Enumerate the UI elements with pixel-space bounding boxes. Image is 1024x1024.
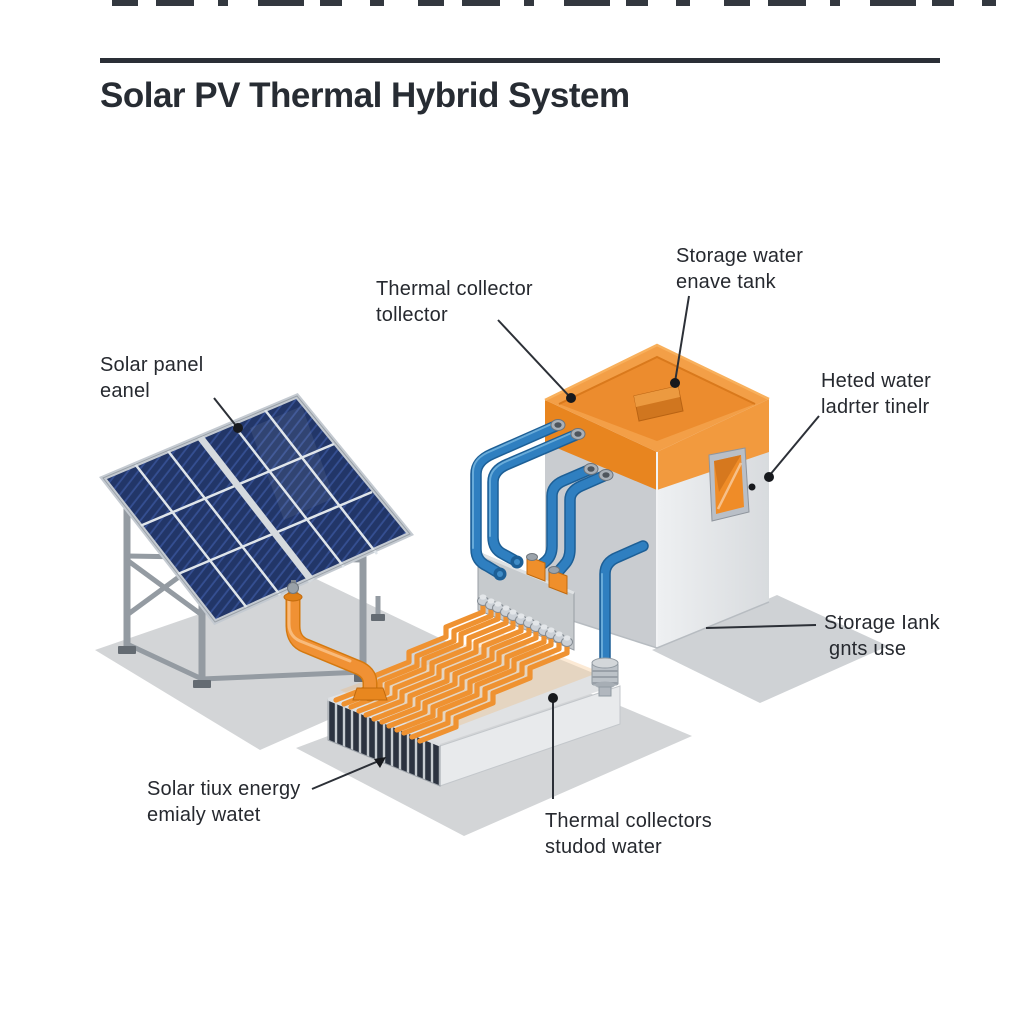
- label-line: Heted water: [821, 370, 932, 392]
- label-thermal-collector: Thermal collector tollector: [376, 276, 533, 328]
- tank-lid: [544, 343, 770, 452]
- pipe-fitting-icon: [287, 582, 299, 594]
- page-title: Solar PV Thermal Hybrid System: [100, 76, 630, 115]
- label-line: Solar panel: [100, 354, 204, 376]
- label-line: enave tank: [676, 271, 776, 293]
- pipe-coupling: [591, 657, 619, 697]
- label-heated-water: Heted water ladrter tinelr: [821, 368, 931, 420]
- manifold-valves: [477, 594, 573, 647]
- tank-ports: [550, 419, 614, 481]
- label-solar-panel: Solar panel eanel: [100, 352, 203, 404]
- label-line: ladrter tinelr: [821, 396, 930, 418]
- label-storage-water-tank: Storage water enave tank: [676, 243, 803, 295]
- manifold-fittings: [526, 553, 568, 595]
- tank-window: [708, 447, 750, 522]
- label-line: eanel: [100, 380, 150, 402]
- label-line: Thermal collector: [376, 278, 533, 300]
- water-pipes-blue: [470, 419, 649, 670]
- label-line: tollector: [376, 304, 448, 326]
- storage-tank: [544, 343, 770, 649]
- label-line: Storage water: [676, 245, 804, 267]
- label-line: Storage Iank: [824, 612, 940, 634]
- serpentine-tubes: [333, 600, 570, 744]
- lid-hatch-icon: [633, 385, 684, 422]
- thermal-collector: [327, 551, 621, 787]
- label-line: gnts use: [829, 638, 907, 660]
- leader-lines: [213, 295, 820, 799]
- label-line: emialy watet: [147, 804, 261, 826]
- tank-shadow: [652, 595, 888, 703]
- header-rule: [100, 58, 940, 63]
- label-solar-energy: Solar tiux energy emialy watet: [147, 776, 300, 828]
- label-storage-tank: Storage Iank gnts use: [824, 610, 940, 662]
- solar-panel-array: [99, 392, 414, 626]
- label-line: Solar tiux energy: [147, 778, 301, 800]
- label-line: Thermal collectors: [545, 810, 712, 832]
- label-line: studod water: [545, 836, 662, 858]
- supply-pipe-orange: [283, 580, 388, 702]
- label-thermal-collectors: Thermal collectors studod water: [545, 808, 712, 860]
